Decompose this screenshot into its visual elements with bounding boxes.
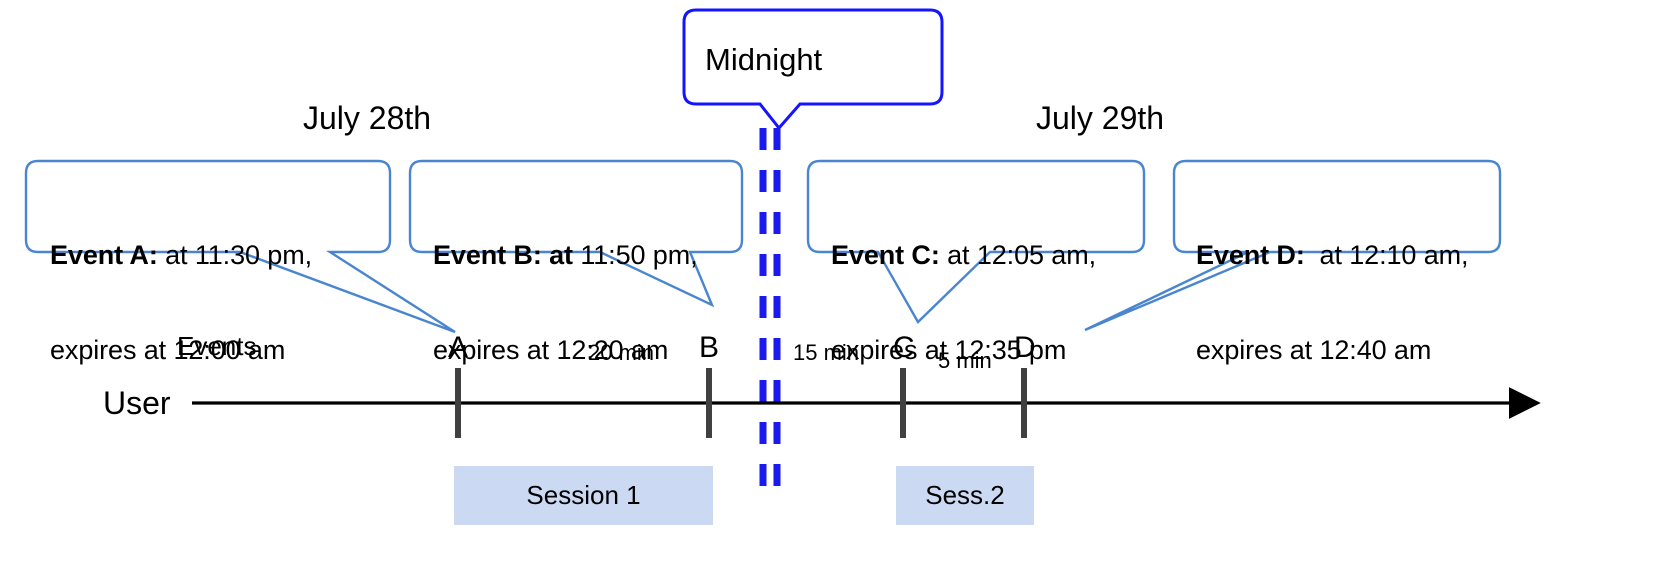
- event-d-line2: expires at 12:40 am: [1196, 335, 1432, 366]
- event-d-callout-text: Event D: at 12:10 am, expires at 12:40 a…: [1196, 176, 1469, 431]
- interval-label-ab: 20 min: [588, 340, 655, 365]
- session-1-label: Session 1: [526, 480, 641, 510]
- events-row-label: Events: [177, 331, 257, 361]
- user-row-label: User: [103, 385, 171, 421]
- event-a-rest: at 11:30 pm,: [157, 239, 313, 270]
- date-label-right: July 29th: [1036, 100, 1165, 136]
- session-2-label: Sess.2: [925, 480, 1005, 510]
- event-a-line2: expires at 12:00 am: [50, 335, 286, 366]
- date-label-left: July 28th: [303, 100, 432, 136]
- session-2-box: Sess.2: [896, 466, 1034, 525]
- event-d-rest: at 12:10 am,: [1304, 239, 1469, 270]
- event-c-callout-text: Event C: at 12:05 am, expires at 12:35 p…: [831, 176, 1096, 431]
- event-b-bold: Event B: at: [433, 239, 573, 270]
- event-c-line2: expires at 12:35 pm: [831, 335, 1067, 366]
- event-b-line2: expires at 12:20 am: [433, 335, 669, 366]
- interval-label-cd: 5 min: [938, 348, 992, 373]
- interval-label-bc: 15 min: [793, 340, 860, 365]
- session-1-box: Session 1: [454, 466, 713, 525]
- event-b-callout-text: Event B: at 11:50 pm, expires at 12:20 a…: [433, 176, 698, 431]
- marker-label-b: B: [699, 331, 720, 364]
- event-a-bold: Event A:: [50, 239, 158, 270]
- marker-label-c: C: [893, 331, 915, 364]
- event-d-bold: Event D:: [1196, 239, 1305, 270]
- marker-label-a: A: [448, 331, 469, 364]
- event-b-rest: 11:50 pm,: [572, 239, 698, 270]
- event-c-rest: at 12:05 am,: [939, 239, 1097, 270]
- midnight-label: Midnight: [705, 42, 823, 77]
- event-c-bold: Event C:: [831, 239, 940, 270]
- marker-label-d: D: [1014, 331, 1036, 364]
- event-a-callout-text: Event A: at 11:30 pm, expires at 12:00 a…: [50, 176, 312, 431]
